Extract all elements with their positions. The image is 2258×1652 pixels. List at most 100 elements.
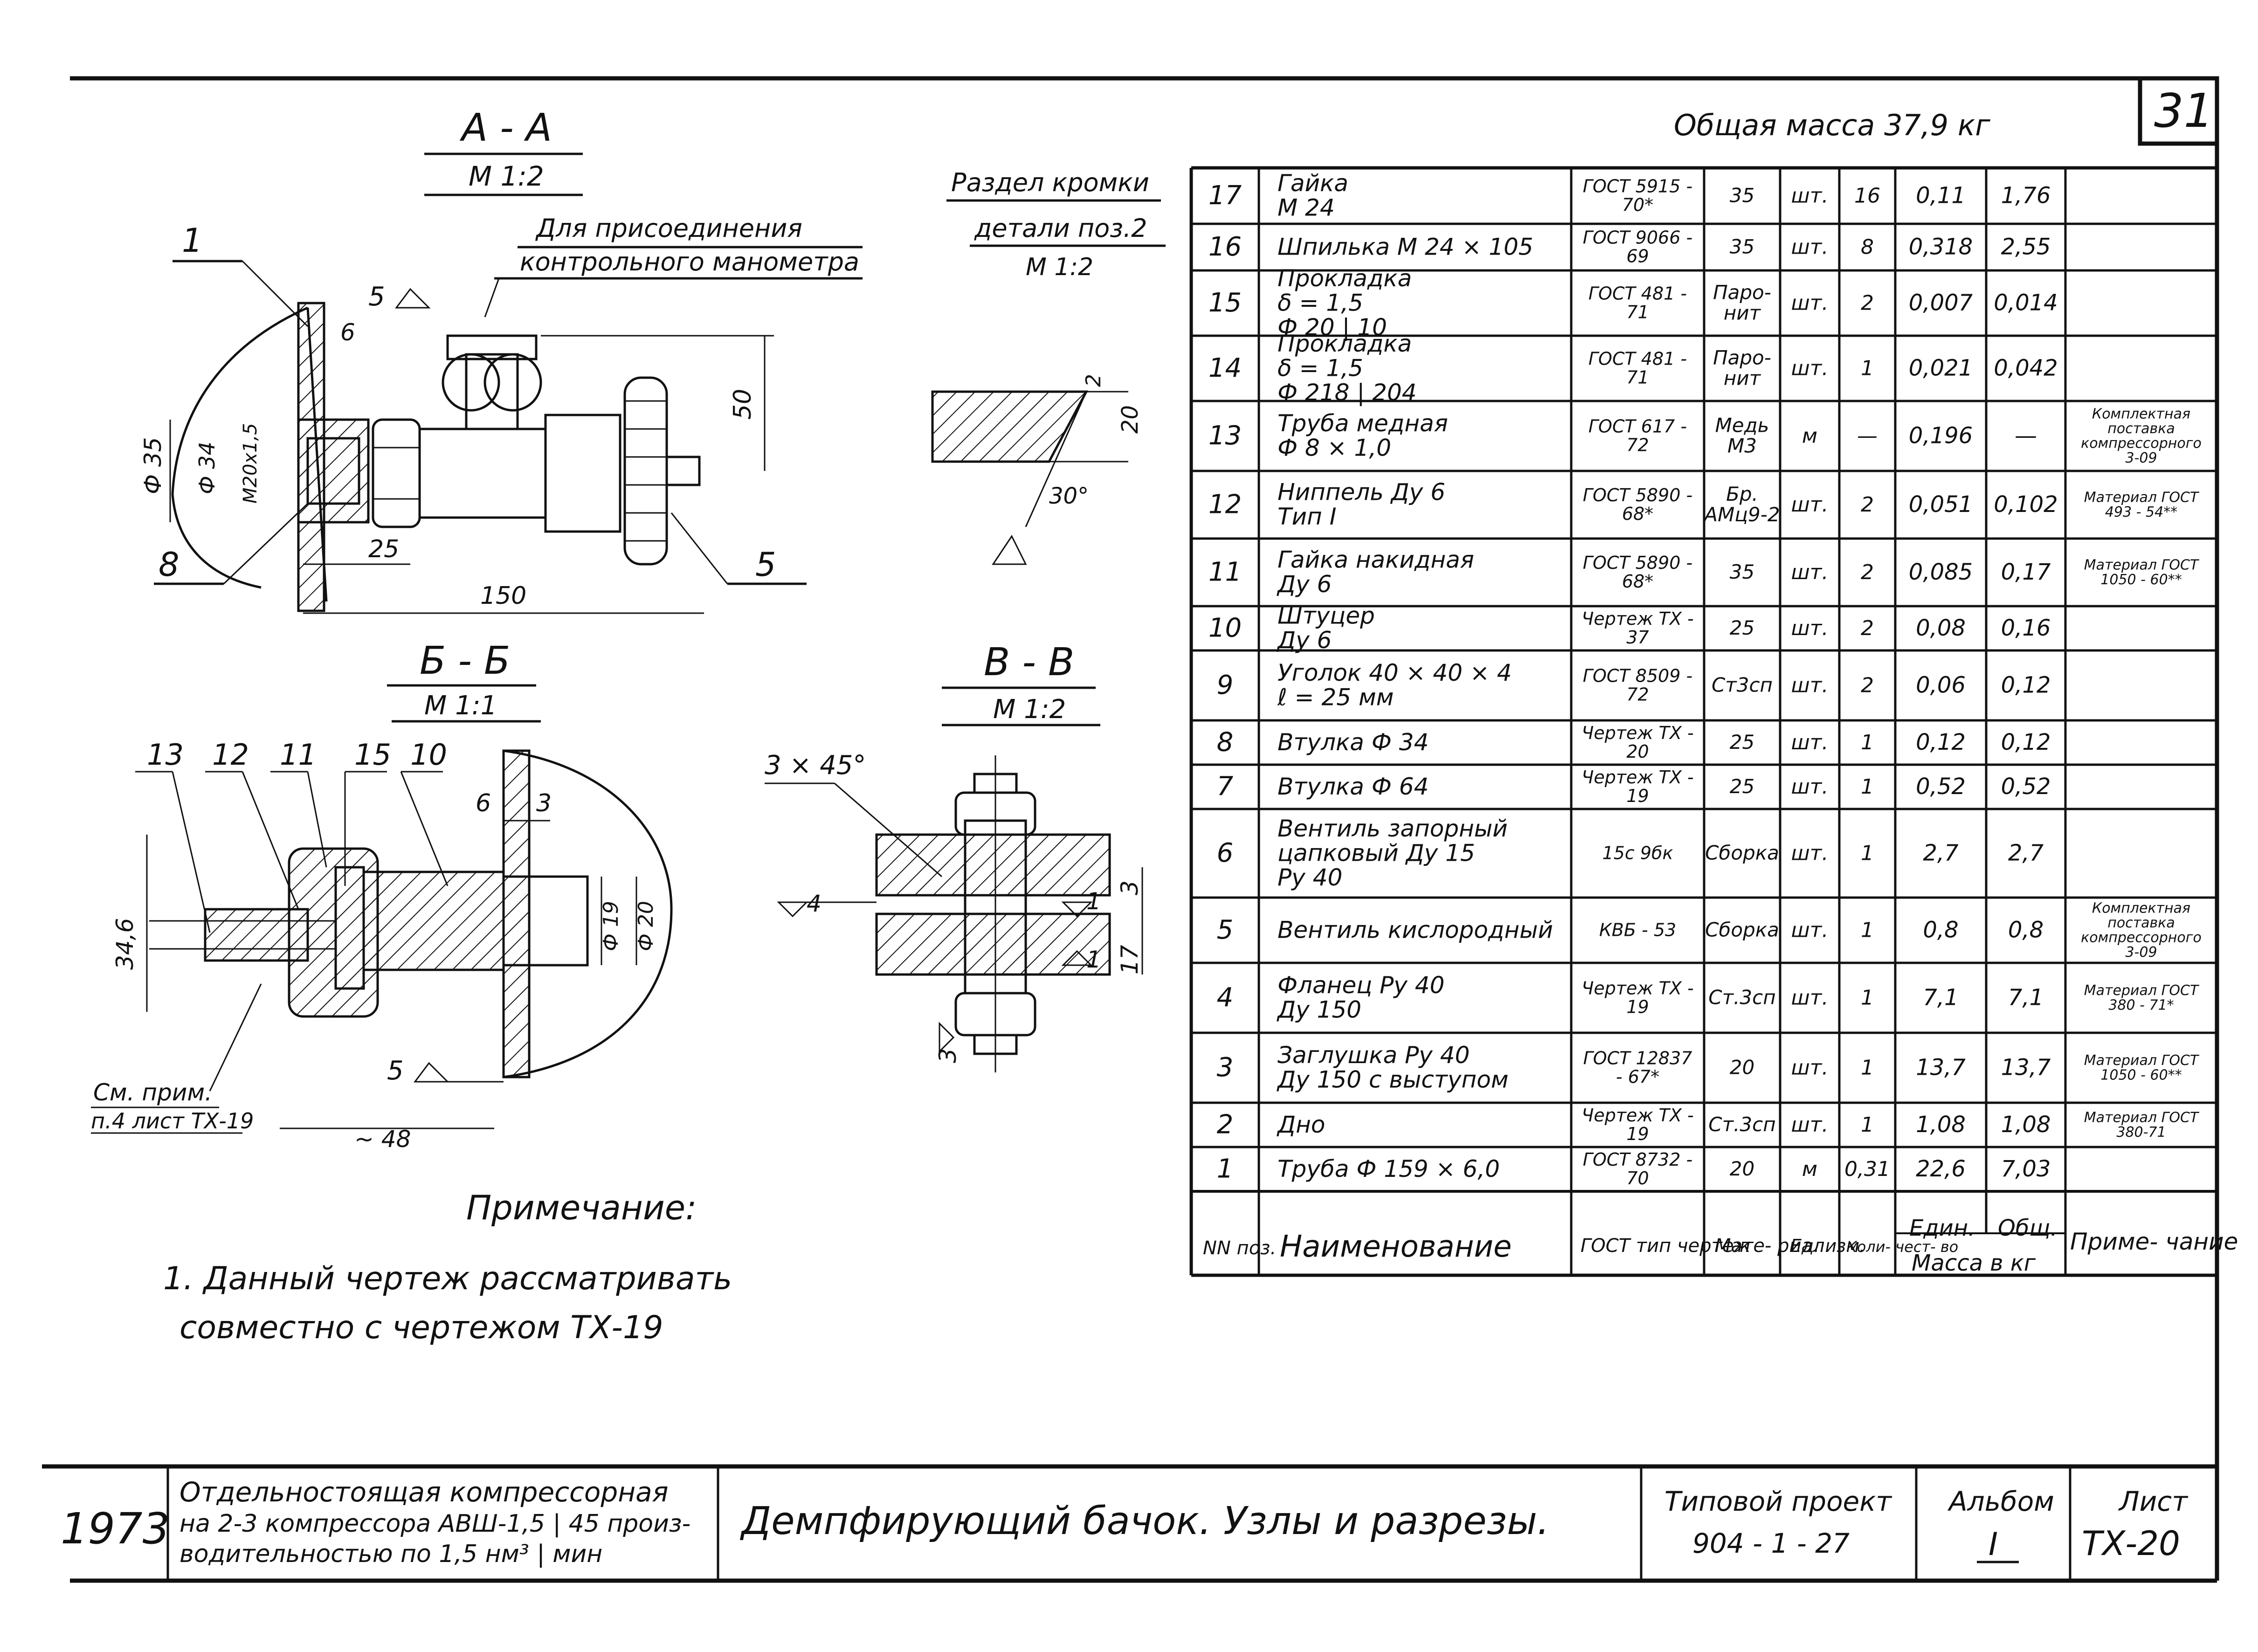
spec-cell-mat: Ст3сп [1712, 674, 1773, 697]
spec-cell-unit: шт. [1791, 184, 1829, 207]
vv-surf-3: 3 [934, 1048, 961, 1063]
aa-dim-d34: Ф 34 [194, 442, 220, 494]
spec-cell-mat: Медь [1715, 414, 1769, 437]
spec-cell-mat: 25 [1730, 731, 1754, 753]
bb-dim-3: 3 [536, 789, 552, 817]
view-b-b: Б - Б М 1:1 13 12 11 15 10 6 3 [91, 639, 673, 1153]
aa-label-5: 5 [755, 546, 776, 584]
spec-cell-mat: АМц9-2 [1703, 503, 1780, 526]
spec-cell-qty: 2 [1861, 493, 1874, 517]
spec-cell-unit: шт. [1791, 673, 1829, 697]
spec-cell-um: 0,12 [1916, 729, 1966, 755]
spec-cell-std: 72 [1626, 684, 1649, 705]
spec-cell-unit: шт. [1791, 356, 1829, 380]
spec-cell-mat: Ст.3сп [1708, 986, 1775, 1009]
spec-cell-um: 0,318 [1909, 234, 1973, 260]
spec-cell-qty: 1 [1861, 841, 1874, 865]
spec-cell-std: 71 [1626, 302, 1649, 322]
spec-cell-tm: 0,014 [1994, 290, 2058, 316]
spec-header: NN поз. Наименование ГОСТ тип чертеж Мат… [1203, 1215, 2238, 1276]
spec-cell-note: 380-71 [2116, 1124, 2166, 1141]
spec-cell-note: поставка [2107, 915, 2175, 931]
view-b-b-scale: М 1:1 [424, 691, 497, 721]
spec-cell-unit: шт. [1791, 493, 1829, 517]
spec-cell-pos: 2 [1217, 1110, 1234, 1140]
spec-cell-std: ГОСТ 5890 - [1583, 485, 1692, 505]
edge-scale: М 1:2 [1026, 253, 1093, 281]
aa-label-8: 8 [159, 546, 180, 584]
spec-cell-pos: 13 [1208, 421, 1242, 451]
edge-title-2: детали поз.2 [974, 214, 1147, 243]
vv-surf-4: 4 [807, 890, 822, 917]
spec-cell-std: ГОСТ 5890 - [1583, 553, 1692, 573]
spec-cell-name: Гайка накидная [1277, 546, 1474, 574]
spec-cell-note: Комплектная [2092, 406, 2190, 422]
spec-cell-mat: 25 [1730, 616, 1754, 639]
spec-cell-std: 70 [1626, 1168, 1649, 1189]
spec-cell-um: 0,08 [1916, 615, 1966, 641]
spec-header-qty: Коли- чест- во [1846, 1238, 1958, 1256]
spec-cell-um: 0,196 [1909, 423, 1973, 449]
sheet-label: Лист [2118, 1486, 2189, 1517]
spec-cell-mat: Паро- [1713, 346, 1771, 369]
spec-cell-name: Вентиль запорный [1277, 815, 1508, 842]
spec-cell-tm: 13,7 [2001, 1055, 2051, 1081]
spec-cell-pos: 5 [1217, 915, 1234, 945]
bb-surface: 5 [387, 1056, 404, 1086]
spec-cell-qty: 2 [1861, 673, 1874, 697]
spec-cell-tm: 0,17 [2001, 559, 2051, 585]
spec-cell-note: 3-09 [2125, 450, 2157, 466]
spec-cell-note: 380 - 71* [2108, 997, 2174, 1014]
spec-cell-std: ГОСТ 8732 - [1583, 1149, 1692, 1170]
note-line-1: Для присоединения [535, 214, 802, 243]
aa-surface: 5 [368, 282, 385, 312]
spec-cell-qty: 2 [1861, 616, 1874, 640]
spec-cell-qty: 16 [1854, 184, 1880, 207]
spec-cell-um: 0,52 [1916, 774, 1966, 800]
spec-cell-tm: 2,7 [2008, 840, 2044, 866]
aa-label-1: 1 [182, 221, 203, 260]
spec-cell-pos: 9 [1217, 670, 1234, 700]
spec-cell-name: Ду 150 [1277, 996, 1361, 1023]
aa-dim-150: 150 [480, 582, 526, 610]
title-block: 1973 Отдельностоящая компрессорная на 2-… [42, 1464, 2217, 1581]
notes-heading: Примечание: [466, 1188, 697, 1227]
spec-cell-pos: 14 [1208, 353, 1242, 383]
spec-cell-note: Материал ГОСТ [2084, 1110, 2200, 1126]
spec-cell-note: 1050 - 60** [2100, 572, 2182, 588]
spec-cell-unit: шт. [1791, 560, 1829, 584]
spec-cell-name: М 24 [1277, 194, 1335, 221]
sheet-number: 31 [2154, 83, 2213, 138]
spec-cell-std: 68* [1622, 571, 1653, 592]
spec-cell-name: Шпилька М 24 × 105 [1277, 233, 1533, 260]
note-line-2: контрольного манометра [520, 247, 859, 276]
spec-cell-um: 1,08 [1916, 1112, 1966, 1138]
spec-cell-name: δ = 1,5 [1277, 354, 1363, 381]
spec-cell-std: ГОСТ 481 - [1588, 348, 1687, 369]
spec-cell-tm: 7,03 [2001, 1156, 2051, 1182]
spec-cell-note: Комплектная [2092, 900, 2190, 917]
bb-ref-1: См. прим. [93, 1079, 212, 1106]
vv-chamfer: 3 × 45° [765, 750, 866, 781]
spec-cell-unit: шт. [1791, 775, 1829, 799]
spec-cell-pos: 8 [1217, 727, 1234, 758]
title-project-line-3: водительностью по 1,5 нм³ | мин [180, 1540, 602, 1568]
spec-cell-std: 19 [1626, 996, 1649, 1017]
spec-cell-mat: Паро- [1713, 281, 1771, 304]
spec-cell-mat: нит [1724, 367, 1761, 390]
spec-cell-unit: шт. [1791, 731, 1829, 754]
spec-cell-name: Фланец Ру 40 [1277, 972, 1444, 999]
spec-cell-qty: 1 [1861, 775, 1874, 799]
spec-cell-pos: 10 [1208, 613, 1242, 643]
view-a-a-scale: М 1:2 [469, 160, 544, 192]
spec-cell-tm: 7,1 [2008, 985, 2044, 1011]
bb-dim-34-6: 34,6 [111, 918, 138, 970]
spec-cell-name: Труба Ф 159 × 6,0 [1277, 1155, 1500, 1182]
spec-cell-qty: — [1857, 424, 1878, 448]
view-v-v: В - В М 1:2 3 × 45° 4 1 1 3 3 17 [765, 640, 1143, 1072]
spec-cell-name: Ру 40 [1277, 864, 1342, 891]
bb-ref-2: п.4 лист ТХ-19 [91, 1108, 254, 1134]
spec-cell-name: Заглушка Ру 40 [1277, 1042, 1470, 1069]
spec-cell-qty: 1 [1861, 918, 1874, 942]
